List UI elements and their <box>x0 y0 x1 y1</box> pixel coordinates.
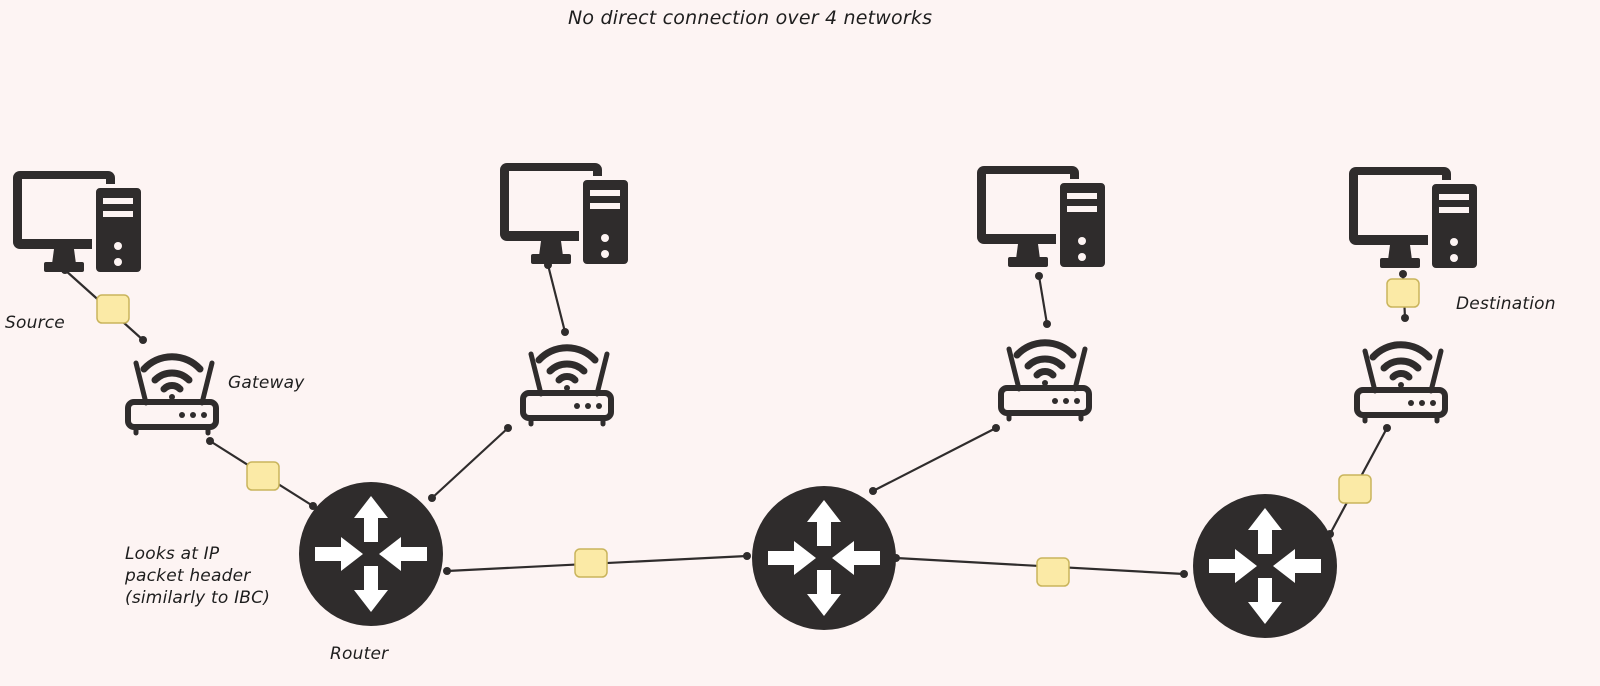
gateway-wifi-router-icon <box>128 357 216 433</box>
packet-icon-4 <box>1036 557 1070 587</box>
gateway-label: Gateway <box>228 373 305 393</box>
diagram-title: No direct connection over 4 networks <box>568 7 933 29</box>
computer-icon-network-3 <box>975 164 1109 271</box>
destination-computer-icon <box>1347 165 1481 272</box>
source-label: Source <box>5 313 65 333</box>
link-pc3-wifi3 <box>1037 274 1049 326</box>
wifi-router-icon-network-4 <box>1357 345 1445 421</box>
packet-icon-5 <box>1338 474 1372 504</box>
destination-label: Destination <box>1456 294 1556 314</box>
router-icon-1 <box>299 482 443 626</box>
wifi-router-icon-network-3 <box>1001 343 1089 419</box>
router-label: Router <box>330 644 389 664</box>
computer-icon-network-2 <box>498 161 632 268</box>
packet-icon-2 <box>246 461 280 491</box>
router-note: Looks at IP packet header (similarly to … <box>125 544 271 608</box>
router-icon-3 <box>1193 494 1337 638</box>
connections <box>63 263 1407 576</box>
packet-icon-1 <box>96 294 130 324</box>
link-pc2-wifi2 <box>546 263 567 334</box>
packet-icon-6 <box>1386 278 1420 308</box>
packet-icon-3 <box>574 548 608 578</box>
router-icon-2 <box>752 486 896 630</box>
wifi-router-icon-network-2 <box>523 348 611 424</box>
source-computer-icon <box>11 169 145 276</box>
link-router2-wifi3 <box>871 426 998 493</box>
link-router1-wifi2 <box>430 426 510 500</box>
